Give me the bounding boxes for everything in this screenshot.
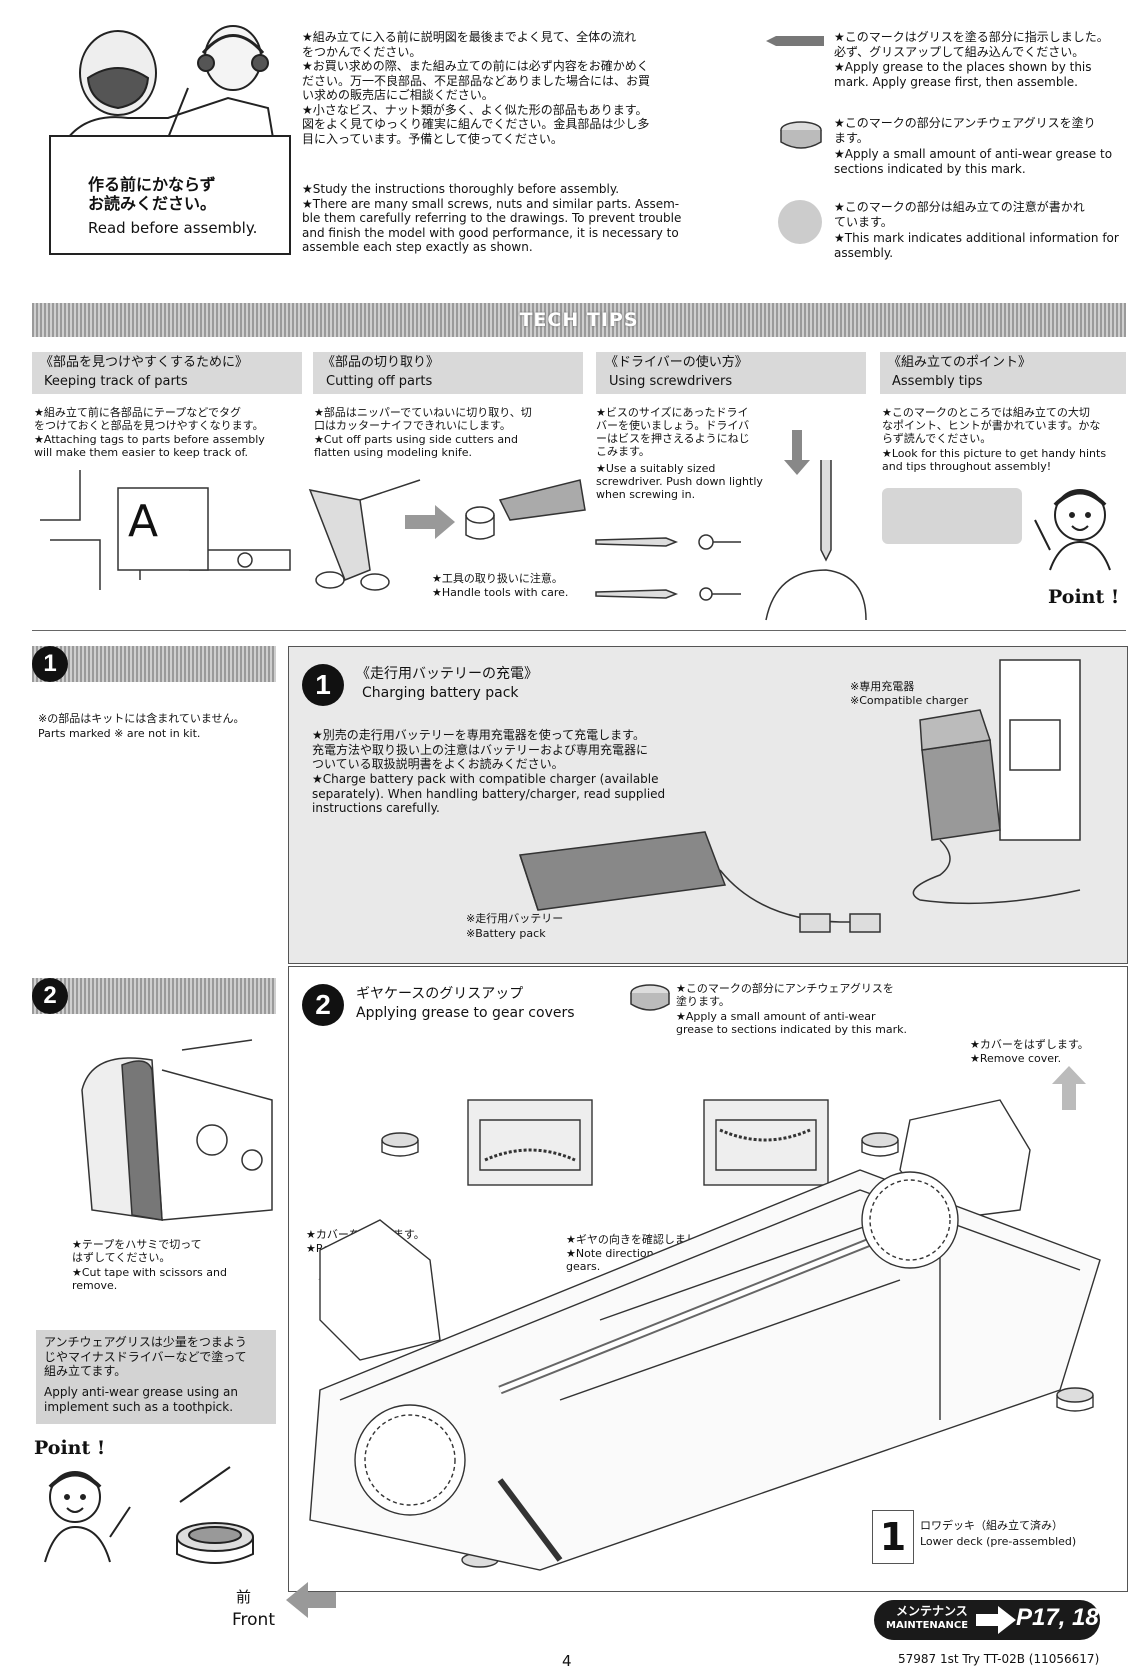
step1-side-en: Parts marked ※ are not in kit. [38,727,201,740]
lower-deck-number: 1 [872,1510,914,1564]
antiwear-en: ★Apply a small amount of anti-wear greas… [676,1010,907,1036]
tape-en: ★Cut tape with scissors and remove. [72,1266,227,1292]
step1-body-jp: ★別売の走行用バッテリーを専用充電器を使って充電します。 充電方法や取り扱い上の… [312,728,649,771]
step2-title-jp: ギヤケースのグリスアップ [356,986,524,1002]
maintenance-arrow-icon [976,1606,1016,1634]
step1-body-en: ★Charge battery pack with compatible cha… [312,772,666,815]
remove-cover-right-en: ★Remove cover. [970,1052,1062,1065]
chassis-assembly-illustration [309,1099,1101,1571]
front-jp: 前 [236,1588,252,1606]
tape-jp: ★テープをハサミで切って はずしてください。 [72,1238,202,1264]
tip-title-jp-0: 《部品を見つけやすくするために》 [40,355,249,370]
section-divider [32,630,1126,631]
tip-header-0 [32,352,302,394]
tip-title-en-2: Using screwdrivers [609,374,733,389]
tip-title-jp-2: 《ドライバーの使い方》 [605,355,748,370]
screwdriver-illustration [595,430,867,621]
page-number: 4 [562,1652,572,1670]
tip-body-en-0: ★Attaching tags to parts before assembly… [34,433,265,459]
point-kid-illustration [1034,489,1111,571]
tech-tips-banner: TECH TIPS [32,303,1126,337]
charger-battery-illustration [519,659,1081,933]
step2-side-banner [32,978,276,1014]
product-code: 57987 1st Try TT-02B (11056617) [898,1652,1100,1666]
front-en: Front [232,1610,275,1630]
charger-label-jp: ※専用充電器 [850,680,915,693]
tip-note-box [36,1330,276,1424]
tip-note-en: Apply anti-wear grease using an implemen… [44,1385,238,1414]
mark-info-jp: ★このマークの部分は組み立ての注意が書かれ ています。 [834,200,1085,229]
maintenance-jp: メンテナンス [896,1604,968,1618]
step1-side-number: 1 [32,646,68,682]
tag-letter: A [128,496,159,547]
step2-number: 2 [302,984,344,1026]
intro-jp: ★組み立てに入る前に説明図を最後までよく見て、全体の流れ をつかんでください。 … [302,30,651,146]
tip-header-1 [313,352,583,394]
anti-wear-mark-icon [630,984,670,1011]
remove-cover-right-jp: ★カバーをはずします。 [970,1038,1089,1051]
tip-body-jp-2: ★ビスのサイズにあったドライ バーを使いましょう。ドライバ ーはビスを押さえるよ… [596,406,750,458]
battery-label-jp: ※走行用バッテリー [466,912,564,925]
step1-number: 1 [302,664,344,706]
lower-deck-jp: ロワデッキ（組み立て済み） [920,1519,1063,1532]
read-before-jp: 作る前にかならず お読みください。 [88,175,217,213]
mark-info-en: ★This mark indicates additional informat… [834,231,1119,260]
toothpick-kid-illustration [44,1466,254,1564]
tip-body-jp-3: ★このマークのところでは組み立ての大切 なポイント、ヒントが書かれています。かな… [882,406,1101,445]
tools-care-jp: ★工具の取り扱いに注意。 [432,572,563,585]
tip-header-3 [880,352,1126,394]
antiwear-jp: ★このマークの部分にアンチウェアグリスを 塗ります。 [676,982,894,1008]
mark-antiwear-jp: ★このマークの部分にアンチウェアグリスを塗り ます。 [834,116,1096,145]
step2-point-label: Point ! [34,1437,106,1459]
mark-grease-en: ★Apply grease to the places shown by thi… [834,60,1092,89]
tip-body-jp-0: ★組み立て前に各部品にテープなどでタグ をつけておくと部品を見つけやすくなります… [34,406,264,432]
tip-body-en-2: ★Use a suitably sized screwdriver. Push … [596,462,763,501]
intro-en: ★Study the instructions thoroughly befor… [302,182,682,254]
tip-title-jp-1: 《部品の切り取り》 [322,355,440,370]
tip-title-en-3: Assembly tips [892,374,983,389]
tip-header-2 [596,352,866,394]
mark-grease-jp: ★このマークはグリスを塗る部分に指示しました。 必ず、グリスアップして組み込んで… [834,30,1109,59]
step1-title-jp: 《走行用バッテリーの充電》 [356,666,538,682]
side-cutter-illustration [308,479,586,591]
tip-note-jp: アンチウェアグリスは少量をつまよう じやマイナスドライバーなどで塗って 組み立て… [44,1335,247,1378]
maintenance-pages: P17, 18 [1016,1604,1099,1631]
battery-label-en: ※Battery pack [466,927,546,940]
front-arrow-icon [286,1582,336,1618]
anti-wear-grease-icon [780,121,822,149]
step2-panel [288,966,1128,1592]
tip-speech-bubble [882,488,1022,544]
charger-label-en: ※Compatible charger [850,694,969,707]
mechanics-illustration [49,25,291,255]
tip-body-en-3: ★Look for this picture to get handy hint… [882,447,1107,473]
tip-title-jp-3: 《組み立てのポイント》 [888,355,1032,370]
step2-title-en: Applying grease to gear covers [356,1005,575,1021]
tools-care-en: ★Handle tools with care. [432,586,569,599]
tip-body-en-1: ★Cut off parts using side cutters and fl… [314,433,519,459]
maintenance-en: MAINTENANCE [886,1620,969,1631]
tip-point-label: Point ! [1048,586,1120,608]
mark-antiwear-en: ★Apply a small amount of anti-wear greas… [834,147,1113,176]
tip-title-en-0: Keeping track of parts [44,374,188,389]
step1-title-en: Charging battery pack [362,685,519,701]
lower-deck-en: Lower deck (pre-assembled) [920,1535,1077,1548]
step2-side-number: 2 [32,978,68,1014]
gear-cover-tape-illustration [81,1039,273,1221]
step1-side-banner [32,646,276,682]
tip-body-jp-1: ★部品はニッパーでていねいに切り取り、切 口はカッターナイフできれいにします。 [314,406,532,432]
tip-title-en-1: Cutting off parts [326,374,433,389]
read-before-en: Read before assembly. [88,219,258,237]
tech-tips-title: TECH TIPS [519,309,639,331]
step1-side-jp: ※の部品はキットには含まれていません。 [38,712,245,725]
info-mark-icon [778,200,822,244]
part-tag-illustration [40,470,291,590]
grease-mark-icon [766,36,824,46]
up-arrow-right-icon [1052,1066,1086,1110]
